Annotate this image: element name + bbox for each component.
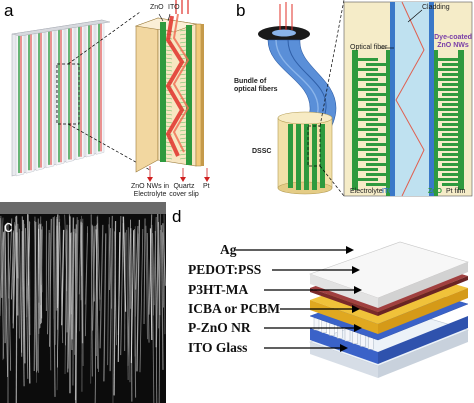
panel-a: a ZnO ITO ZnO NWs in Electrolyte Quartz … — [0, 0, 232, 200]
panel-b: b Bundle of optical fibers DSSC Cladding… — [232, 0, 474, 200]
panel-b-label: b — [236, 1, 246, 20]
label-dye-coated-zno-nws: Dye-coated ZnO NWs — [434, 34, 472, 49]
dssc-cylinder — [277, 111, 333, 195]
sem-image-zno-nanorods — [0, 202, 166, 403]
label-pt: Pt — [203, 183, 210, 190]
panel-b-illustration — [258, 0, 473, 197]
label-zno: ZnO — [428, 188, 442, 195]
layer-label-icba-pcbm: ICBA or PCBM — [188, 301, 281, 316]
panel-d-label: d — [172, 207, 182, 226]
layer-arrows — [236, 246, 362, 352]
layer-label-p3ht-ma: P3HT-MA — [188, 282, 249, 297]
panel-d: d Ag PEDOT:PSS P3HT-MA ICBA or PCBM P-Zn… — [168, 202, 474, 403]
label-ito-top: ITO — [168, 4, 180, 11]
label-ito: ITO — [382, 188, 394, 195]
panel-a-illustration — [11, 0, 210, 182]
label-optical-fiber: Optical fiber — [350, 44, 388, 51]
layer-label-ito-glass: ITO Glass — [188, 340, 248, 355]
layer-label-p-zno-nr: P-ZnO NR — [188, 320, 251, 335]
label-quartz-cover-slip: Quartz cover slip — [169, 183, 199, 198]
label-electrolyte: Electrolyte — [350, 188, 383, 195]
device-layer-stack — [309, 241, 469, 378]
label-zno-top: ZnO — [150, 4, 164, 11]
label-pt-film: Pt film — [446, 188, 466, 195]
stacked-cell-array — [11, 19, 111, 177]
label-dssc: DSSC — [252, 148, 272, 155]
panel-a-label: a — [4, 1, 14, 20]
ito-arrow — [167, 13, 171, 22]
label-bundle-optical-fibers: Bundle of optical fibers — [234, 78, 278, 93]
panel-c: c — [0, 202, 166, 403]
panel-c-label: c — [4, 217, 13, 236]
device-stack-illustration — [236, 241, 469, 378]
zno-arrow — [158, 13, 164, 22]
layer-label-ag: Ag — [220, 242, 237, 257]
layer-label-pedot-pss: PEDOT:PSS — [188, 262, 262, 277]
zoomed-cell — [134, 13, 204, 173]
label-cladding: Cladding — [422, 4, 450, 11]
fiber-cross-section-inset — [343, 1, 473, 197]
zoom-line-bottom — [67, 123, 151, 171]
label-zno-nws-electrolyte: ZnO NWs in Electrolyte — [130, 183, 170, 198]
